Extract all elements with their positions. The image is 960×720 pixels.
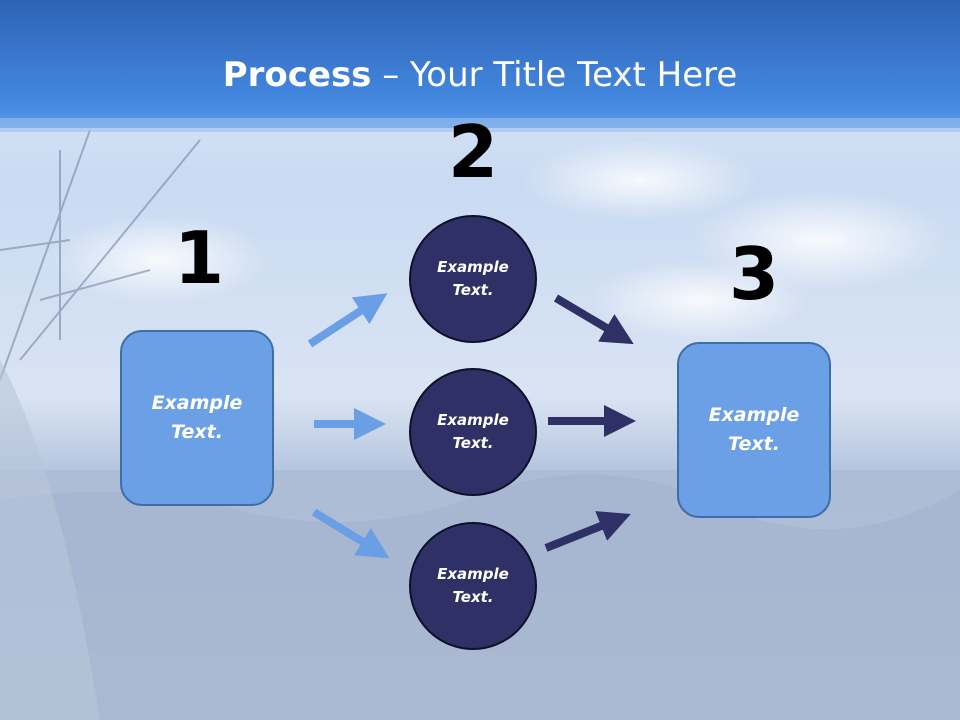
arrow-top-to-3 (553, 294, 634, 345)
circle-bottom-text-line2: Text. (452, 588, 494, 606)
circle-top-text-line1: Example (437, 258, 509, 276)
circle-middle-text-line1: Example (437, 411, 509, 429)
step-1-box: Example Text. (120, 330, 274, 506)
step-1-text-line2: Text. (171, 421, 223, 443)
step-1-text-line1: Example (151, 392, 243, 414)
step-number-3: 3 (728, 232, 780, 316)
step-number-1: 1 (173, 216, 225, 300)
circle-middle: Example Text. (409, 368, 537, 496)
slide-title-rest: – Your Title Text Here (371, 55, 738, 95)
circle-top: Example Text. (409, 215, 537, 343)
circle-bottom: Example Text. (409, 522, 537, 650)
circle-bottom-text-line1: Example (437, 565, 509, 583)
arrow-bottom-to-3 (544, 511, 631, 552)
step-3-box: Example Text. (677, 342, 831, 518)
slide-title-bold: Process (222, 55, 372, 95)
arrow-1-to-top (307, 293, 388, 348)
circle-top-text-line2: Text. (452, 281, 494, 299)
step-3-text-line2: Text. (728, 433, 780, 455)
step-3-text-line1: Example (708, 404, 800, 426)
step-number-2: 2 (447, 110, 499, 194)
slide-title: Process – Your Title Text Here (0, 52, 960, 98)
circle-middle-text-line2: Text. (452, 434, 494, 452)
arrow-1-to-bottom (311, 508, 390, 559)
